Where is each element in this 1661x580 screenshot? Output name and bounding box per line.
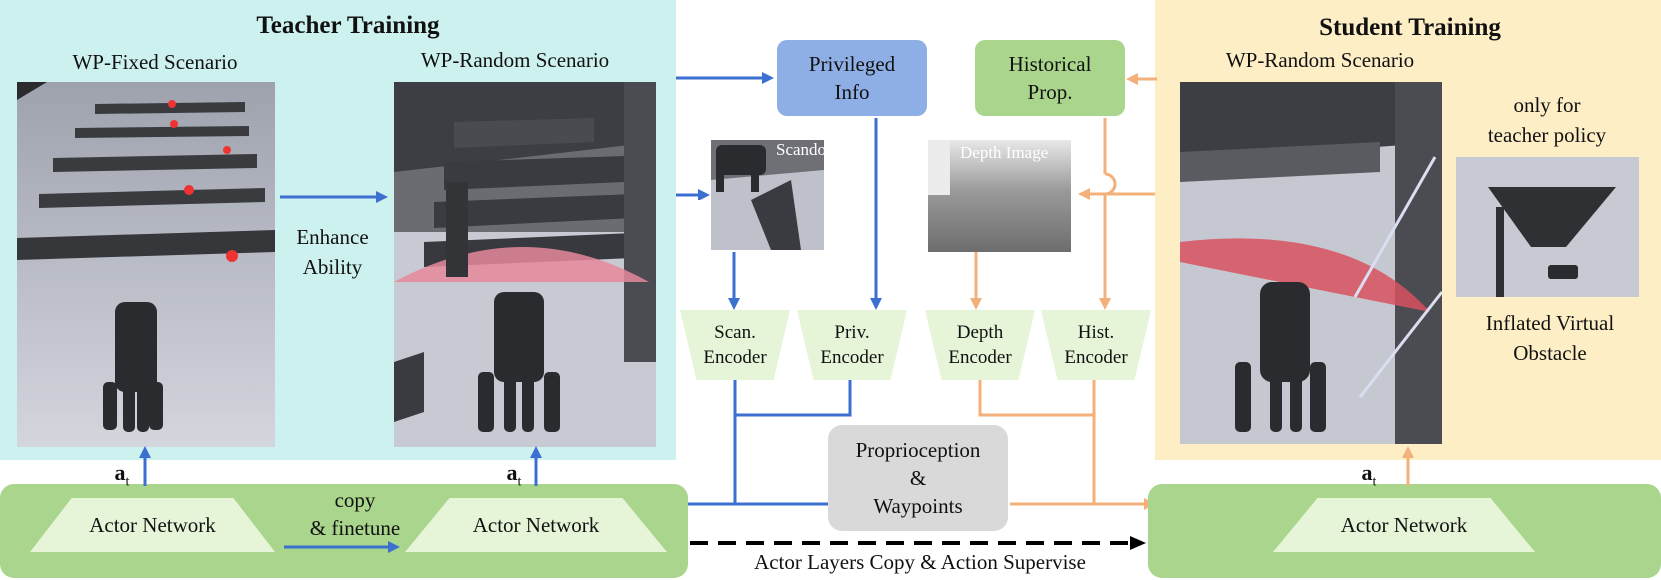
scandots-label: Scandots: [776, 140, 838, 159]
wp-random-label-teacher: WP-Random Scenario: [420, 48, 610, 72]
hist-encoder: Hist. Encoder: [1041, 310, 1151, 380]
enhance-line2: Ability: [302, 255, 363, 279]
copy-finetune-label: copy & finetune: [300, 486, 410, 542]
inflated-obstacle-image: [1456, 157, 1639, 297]
note-line1: only for: [1513, 93, 1581, 117]
proprio-line3: Waypoints: [873, 494, 963, 518]
supervise-arrow: [690, 536, 1146, 550]
action-label-3: at: [1357, 460, 1381, 490]
action-arrow-3: [1402, 446, 1414, 486]
wp-fixed-scenario-image: [17, 82, 275, 447]
wp-fixed-label: WP-Fixed Scenario: [72, 50, 238, 74]
historical-line1: Historical: [1008, 52, 1092, 76]
scan-encoder: Scan. Encoder: [680, 310, 790, 380]
inflated-obstacle-label: Inflated Virtual Obstacle: [1465, 308, 1635, 368]
action-sub-2: t: [517, 474, 522, 490]
action-arrow-1: [139, 446, 151, 486]
copy-line2: & finetune: [309, 516, 401, 540]
historical-line2: Prop.: [1027, 80, 1073, 104]
enhance-arrow: [280, 191, 388, 203]
action-sub-3: t: [1372, 474, 1377, 490]
teacher-training-title: Teacher Training: [256, 12, 440, 39]
action-symbol-1: a: [114, 460, 126, 485]
action-label-2: at: [502, 460, 526, 490]
priv-enc-line1: Priv.: [834, 322, 870, 343]
action-sub-1: t: [125, 474, 130, 490]
obstacle-line2: Obstacle: [1513, 341, 1587, 365]
action-symbol-2: a: [506, 460, 518, 485]
wp-random-scenario-image-student: [1180, 82, 1442, 444]
wp-random-scenario-image-teacher: [394, 82, 656, 447]
student-to-historical-arrow: [1126, 73, 1157, 85]
priv-encoder: Priv. Encoder: [797, 310, 907, 380]
depth-image-label: Depth Image: [960, 143, 1049, 162]
proprioception-waypoints-box: Proprioception & Waypoints: [828, 425, 1008, 531]
privileged-line2: Info: [834, 80, 870, 104]
depth-enc-line2: Encoder: [948, 347, 1012, 368]
actor-network-student: Actor Network: [1273, 498, 1535, 552]
privileged-line1: Privileged: [808, 52, 896, 76]
copy-line1: copy: [334, 488, 376, 512]
scandots-image: [711, 140, 824, 250]
copy-finetune-arrow: [284, 541, 400, 553]
wp-random-label-student: WP-Random Scenario: [1225, 48, 1415, 72]
student-training-title: Student Training: [1319, 14, 1501, 41]
actor-network-teacher-fixed: Actor Network: [30, 498, 275, 552]
obstacle-line1: Inflated Virtual: [1485, 311, 1615, 335]
action-arrow-2: [530, 446, 542, 486]
middle-connectors: [666, 118, 1156, 510]
depth-enc-line1: Depth: [956, 322, 1004, 343]
teacher-to-middle-arrows: [676, 72, 774, 200]
supervise-label: Actor Layers Copy & Action Supervise: [754, 550, 1086, 574]
proprio-line2: &: [909, 466, 927, 490]
note-line2: teacher policy: [1487, 123, 1607, 147]
action-symbol-3: a: [1361, 460, 1373, 485]
teacher-policy-note: only for teacher policy: [1468, 90, 1626, 150]
action-label-1: at: [110, 460, 134, 490]
scan-enc-line2: Encoder: [703, 347, 767, 368]
hist-enc-line1: Hist.: [1077, 322, 1115, 343]
enhance-line1: Enhance: [296, 225, 369, 249]
depth-image: [928, 140, 1071, 252]
scan-enc-line1: Scan.: [714, 322, 756, 343]
enhance-label: Enhance Ability: [285, 222, 380, 282]
actor-network-teacher-random: Actor Network: [405, 498, 667, 552]
hist-enc-line2: Encoder: [1064, 347, 1128, 368]
proprio-line1: Proprioception: [855, 438, 981, 462]
priv-enc-line2: Encoder: [820, 347, 884, 368]
